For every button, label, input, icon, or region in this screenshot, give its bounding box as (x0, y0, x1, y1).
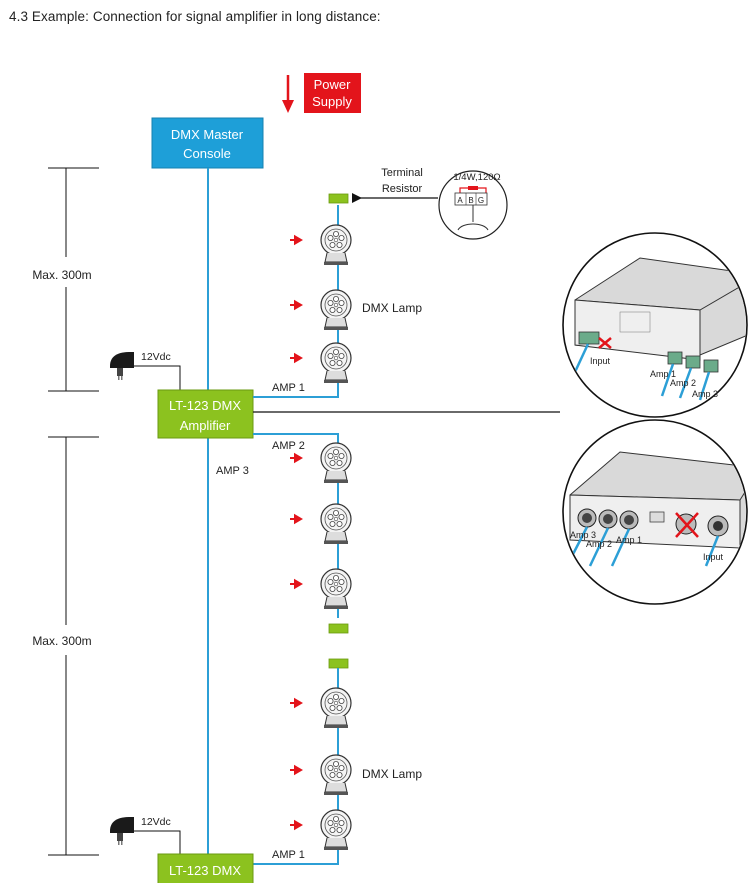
dmx-lamp-label-top: DMX Lamp (362, 301, 422, 315)
adapter-icon (110, 352, 134, 380)
red-arrow-icon (289, 235, 302, 245)
resistor-pin-a: A (457, 196, 463, 205)
resistor-pin-g: G (478, 196, 484, 205)
amp2-branch: AMP 2 AMP 3 (216, 433, 349, 634)
inset-top-amp2-label: Amp 2 (670, 378, 696, 388)
power-supply-label-1: Power (314, 77, 352, 92)
red-arrow-icon (289, 353, 302, 363)
inset-top: Input Amp 1 Amp 2 Amp 3 (562, 232, 748, 418)
inset-top-amp1-label: Amp 1 (650, 369, 676, 379)
power-adapter-top: 12Vdc (110, 351, 181, 390)
dmx-lamp-icon (320, 568, 352, 610)
distance-bracket-top: Max. 300m (32, 167, 99, 392)
inset-bottom-amp3-label: Amp 3 (570, 530, 596, 540)
lamp-group-3: DMX Lamp (289, 687, 422, 851)
amplifier-1-label-1: LT-123 DMX (169, 398, 241, 413)
dmx-lamp-icon (320, 342, 352, 384)
amplifier-box-2: LT-123 DMX (157, 853, 254, 883)
amp2-label: AMP 2 (272, 440, 305, 452)
amp1-branch-top: AMP 1 (253, 205, 339, 398)
amplifier-2-label-1: LT-123 DMX (169, 863, 241, 878)
inset-bottom-amp1-label: Amp 1 (616, 535, 642, 545)
red-arrow-icon (289, 514, 302, 524)
terminal-resistor-label-1: Terminal (381, 167, 423, 179)
inset-top-input-label: Input (590, 356, 611, 366)
console-label-2: Console (183, 146, 231, 161)
dmx-lamp-icon (320, 754, 352, 796)
inset-bottom: Amp 3 Amp 2 Amp 1 Input (562, 419, 748, 605)
power-adapter-bottom: 12Vdc (110, 816, 181, 854)
amp3-label: AMP 3 (216, 465, 249, 477)
red-arrow-icon (289, 579, 302, 589)
dmx-lamp-icon (320, 224, 352, 266)
power-supply-indicator: Power Supply (282, 73, 361, 113)
terminal-resistor-label-2: Resistor (382, 183, 423, 195)
dmx-lamp-icon (320, 442, 352, 484)
adapter-label-bottom: 12Vdc (141, 816, 171, 828)
inset-bottom-input-label: Input (703, 552, 724, 562)
console-label-1: DMX Master (171, 127, 244, 142)
terminal-resistor-top: Terminal Resistor 1/4W,120Ω A B G (328, 167, 508, 240)
dmx-lamp-icon (320, 503, 352, 545)
power-supply-box (304, 73, 361, 113)
red-arrow-icon (289, 300, 302, 310)
distance-bracket-bottom: Max. 300m (32, 436, 99, 856)
terminal-resistor-mid (328, 623, 349, 634)
amplifier-box-1: LT-123 DMX Amplifier (157, 389, 254, 439)
dmx-lamp-icon (320, 289, 352, 331)
lamp-group-2 (289, 442, 352, 610)
resistor-value-label: 1/4W,120Ω (453, 172, 500, 183)
resistor-pin-b: B (468, 196, 473, 205)
amplifier-1-label-2: Amplifier (180, 418, 231, 433)
red-arrow-icon (289, 698, 302, 708)
amp1-label-bottom: AMP 1 (272, 849, 305, 861)
dmx-lamp-icon (320, 809, 352, 851)
inset-top-amp3-label: Amp 3 (692, 389, 718, 399)
adapter-label-top: 12Vdc (141, 351, 171, 363)
red-arrow-icon (289, 453, 302, 463)
distance-label-bottom: Max. 300m (32, 634, 91, 648)
red-arrow-icon (289, 820, 302, 830)
dmx-lamp-icon (320, 687, 352, 729)
red-arrow-icon (289, 765, 302, 775)
adapter-icon (110, 817, 134, 845)
lamp-group-1: DMX Lamp (289, 224, 422, 384)
inset-bottom-amp2-label: Amp 2 (586, 539, 612, 549)
power-supply-label-2: Supply (312, 94, 352, 109)
terminal-resistor-bottom (328, 658, 349, 669)
amp1-label-top: AMP 1 (272, 382, 305, 394)
page-title: 4.3 Example: Connection for signal ampli… (9, 9, 381, 24)
distance-label-top: Max. 300m (32, 268, 91, 282)
dmx-lamp-label-bottom: DMX Lamp (362, 767, 422, 781)
dmx-master-console: DMX Master Console (151, 117, 264, 169)
